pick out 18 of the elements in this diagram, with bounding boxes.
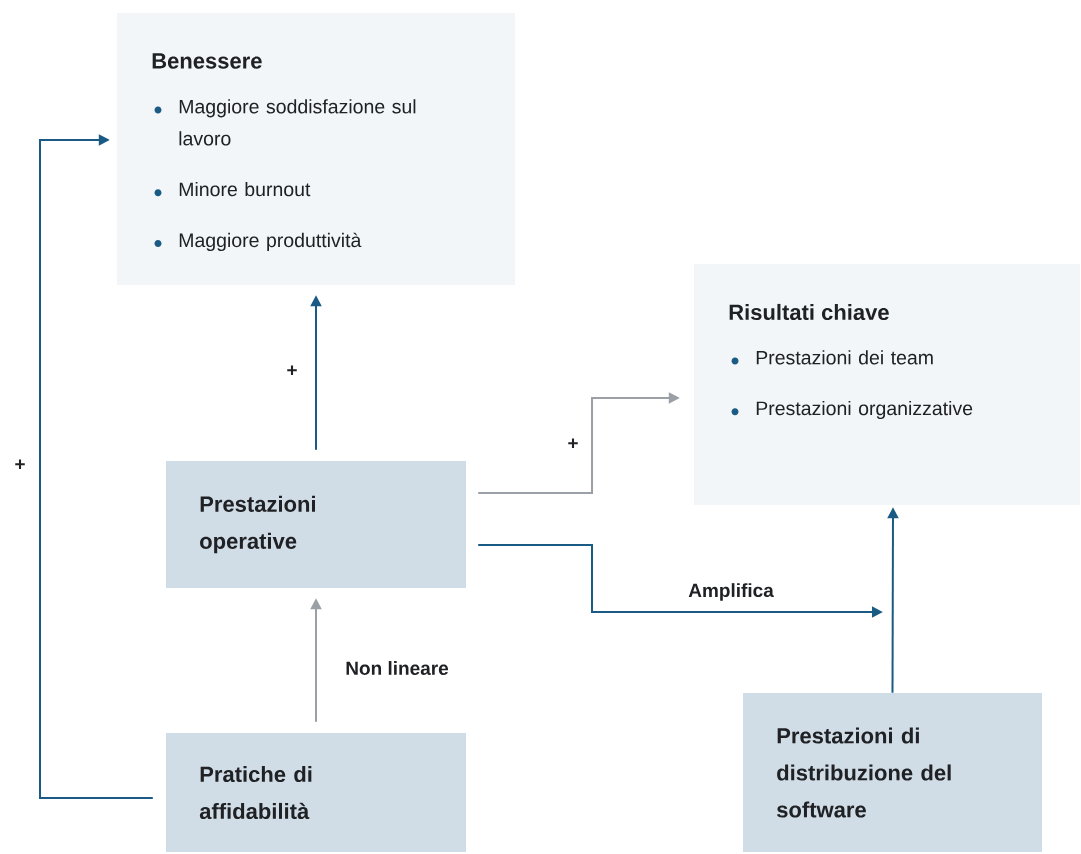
bullet-item: Maggiore soddisfazione sul lavoro [154,99,416,146]
edge-label: + [284,363,300,379]
process-box: Prestazioni di distribuzione del software [743,693,1042,852]
edge-label: + [12,457,28,473]
bullet-item: Minore burnout [154,181,311,197]
process-box: Pratiche di affidabilità [166,733,466,852]
bullet-item: Prestazioni dei team [731,350,933,365]
edge-label: Amplifica [686,581,776,603]
edge-label: + [565,436,581,452]
card-heading: Benessere [152,53,262,69]
bullet-item: Prestazioni organizzative [731,400,973,420]
bullet-item: Maggiore produttività [154,232,362,252]
edge-label: Non lineare [343,659,451,677]
arrow [39,134,154,799]
card [117,13,515,285]
card-heading: Risultati chiave [729,303,889,321]
card [694,264,1080,505]
process-box: Prestazioni operative [166,461,466,588]
